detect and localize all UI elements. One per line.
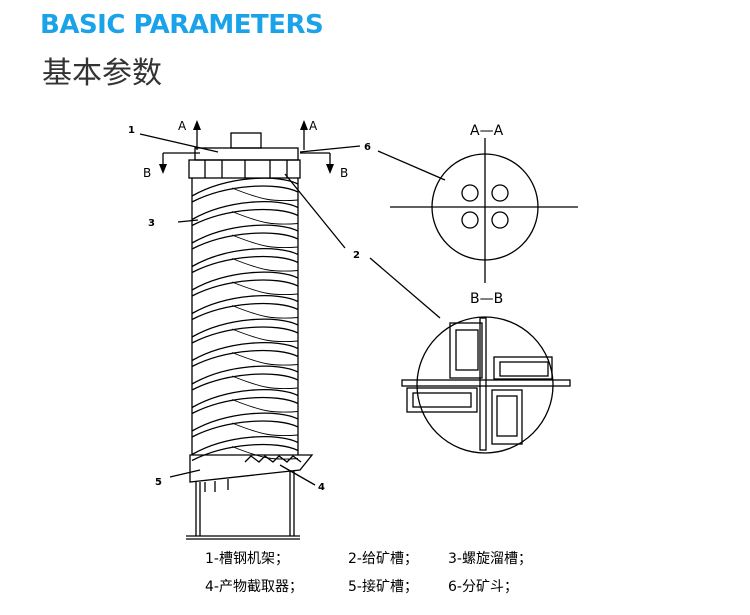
- section-title-en: BASIC PARAMETERS: [40, 10, 324, 40]
- spiral-turn-edge: [191, 420, 299, 438]
- spiral-turn-inner: [231, 234, 299, 249]
- callout-2: 2: [353, 250, 360, 261]
- spiral-turn-edge: [191, 247, 299, 268]
- spiral-turn-inner: [231, 281, 299, 296]
- callout-4: 4: [318, 482, 325, 493]
- spiral-turn-inner: [231, 328, 299, 343]
- spiral-turn-edge: [191, 302, 299, 321]
- spiral-turn-edge: [191, 388, 299, 409]
- spiral-turn-edge: [191, 365, 299, 385]
- product-cutter: [244, 455, 302, 463]
- section-mark-b-left: B: [143, 166, 151, 180]
- spiral-turn-edge: [191, 255, 299, 274]
- spiral-turn-inner: [231, 422, 299, 437]
- spiral-turn-inner: [231, 446, 299, 460]
- section-title-aa: A—A: [470, 123, 504, 139]
- spiral-turn-edge: [191, 412, 299, 432]
- spiral-turn-inner: [231, 258, 299, 272]
- spiral-turn-inner: [231, 399, 299, 413]
- spiral-turn-edge: [191, 294, 299, 315]
- spiral-turn-inner: [231, 211, 299, 225]
- section-title-cn: 基本参数: [42, 56, 162, 91]
- spiral-turn-edge: [191, 435, 299, 456]
- spiral-turn-edge: [191, 341, 299, 362]
- spiral-turn-edge: [191, 224, 299, 244]
- section-mark-a-left: A: [178, 119, 187, 133]
- legend-item-3: 3-螺旋溜槽；: [448, 551, 532, 567]
- spiral-turn-edge: [191, 185, 299, 203]
- spiral-turn-inner: [231, 305, 299, 319]
- spiral-turn-inner: [231, 352, 299, 366]
- section-title-bb: B—B: [470, 291, 503, 307]
- spiral-chute-turns: [191, 177, 299, 462]
- section-b-b-view: [401, 316, 571, 454]
- callout-1: 1: [128, 125, 135, 136]
- legend-item-4: 4-产物截取器；: [205, 579, 303, 595]
- legend-item-2: 2-给矿槽；: [348, 551, 418, 567]
- spiral-turn-edge: [191, 318, 299, 338]
- spiral-turn-edge: [191, 208, 299, 227]
- callout-6: 6: [364, 142, 371, 153]
- section-mark-b-right: B: [340, 166, 348, 180]
- legend-item-1: 1-槽钢机架；: [205, 551, 289, 567]
- legend-item-6: 6-分矿斗；: [448, 579, 518, 595]
- spiral-turn-edge: [191, 373, 299, 391]
- section-mark-a-right: A: [309, 119, 318, 133]
- spiral-turn-inner: [231, 187, 299, 202]
- spiral-turn-edge: [191, 232, 299, 250]
- spiral-turn-edge: [191, 349, 299, 368]
- spiral-turn-edge: [191, 326, 299, 344]
- spiral-turn-edge: [191, 271, 299, 291]
- callout-3: 3: [148, 218, 155, 229]
- legend-item-5: 5-接矿槽；: [348, 579, 418, 595]
- spiral-turn-edge: [191, 279, 299, 297]
- spiral-turn-edge: [191, 396, 299, 415]
- spiral-turn-inner: [231, 375, 299, 390]
- spiral-turn-edge: [191, 200, 299, 221]
- section-a-a-view: [390, 138, 578, 283]
- callout-5: 5: [155, 477, 162, 488]
- channel-steel-frame: [186, 470, 300, 540]
- distributor-top-box: [230, 132, 262, 149]
